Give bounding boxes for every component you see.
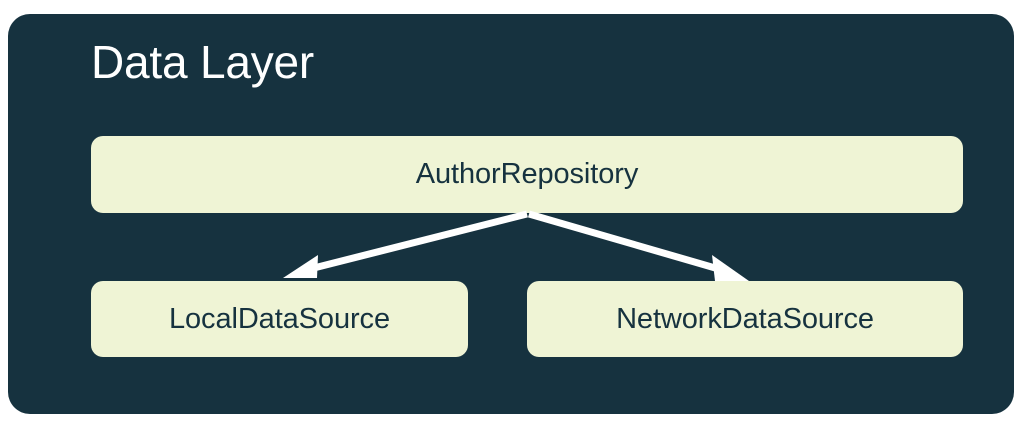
node-local-data-source[interactable]: LocalDataSource	[91, 281, 468, 357]
node-local-data-source-label: LocalDataSource	[169, 302, 390, 335]
node-network-data-source-label: NetworkDataSource	[616, 302, 874, 335]
node-author-repository-label: AuthorRepository	[415, 158, 639, 190]
page-title: Data Layer	[91, 36, 315, 88]
node-author-repository[interactable]: AuthorRepository	[91, 136, 963, 213]
node-network-data-source[interactable]: NetworkDataSource	[527, 281, 963, 357]
